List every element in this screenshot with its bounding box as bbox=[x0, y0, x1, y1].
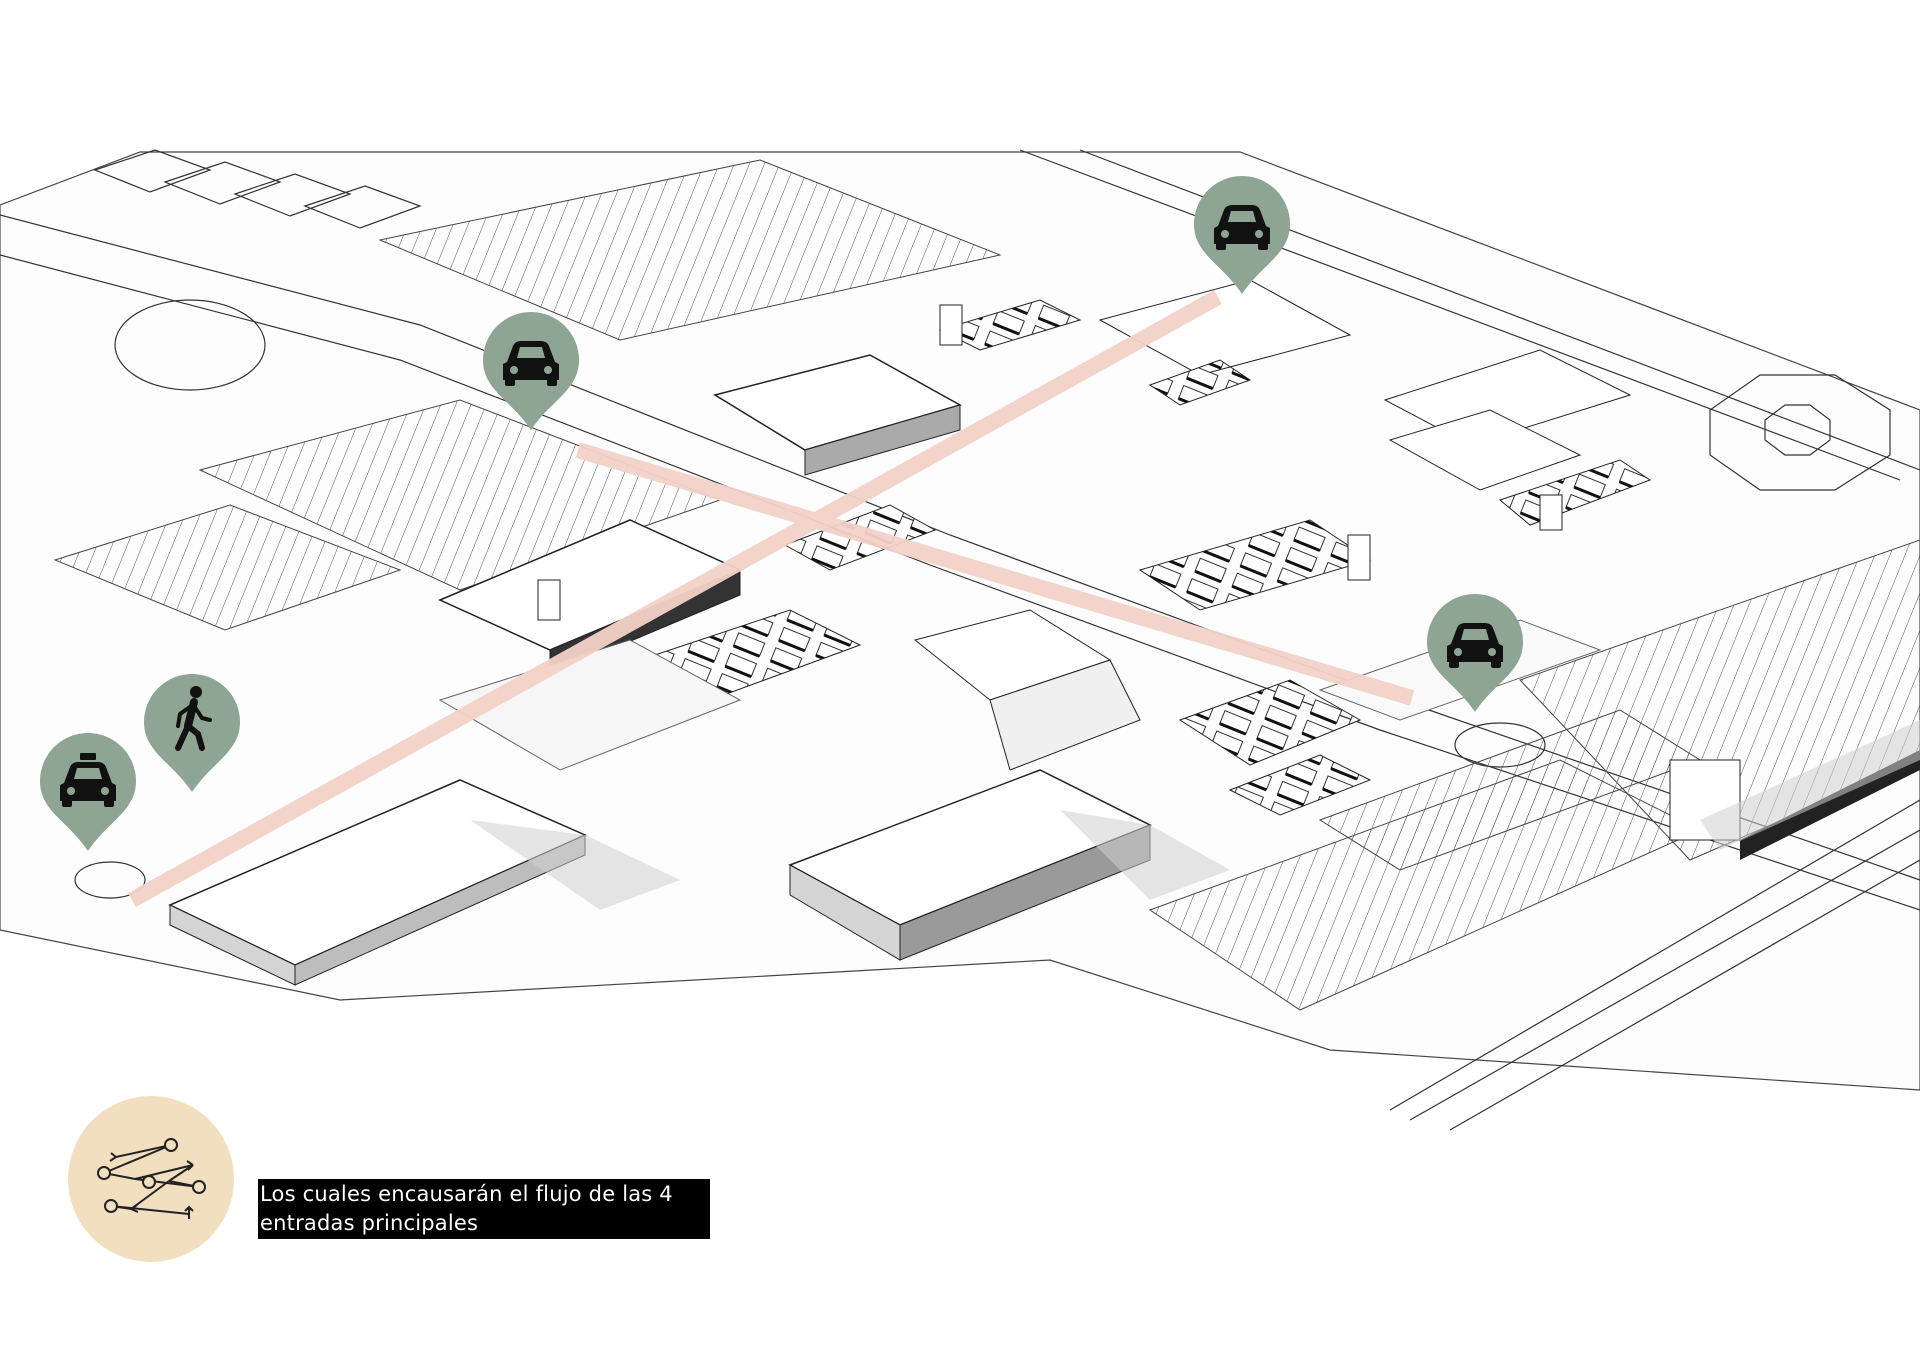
car-icon bbox=[503, 341, 559, 386]
axis-northwest-southeast bbox=[575, 442, 1415, 706]
car-marker-north[interactable] bbox=[483, 312, 579, 430]
pedestrian-marker[interactable] bbox=[144, 674, 240, 792]
legend-badge bbox=[68, 1096, 234, 1262]
shadows bbox=[470, 720, 1920, 910]
car-icon bbox=[1447, 623, 1503, 668]
flow-network-icon bbox=[97, 1138, 206, 1219]
caption-line-2: entradas principales bbox=[260, 1211, 479, 1235]
caption-line-1: Los cuales encausarán el flujo de las 4 bbox=[260, 1182, 673, 1206]
car-marker-east[interactable] bbox=[1427, 594, 1523, 712]
circulation-axes bbox=[128, 290, 1415, 907]
legend-caption: Los cuales encausarán el flujo de las 4 … bbox=[258, 1179, 710, 1239]
tennis-courts bbox=[93, 149, 422, 229]
car-marker-northeast[interactable] bbox=[1194, 176, 1290, 294]
axis-northeast-southwest bbox=[128, 290, 1222, 907]
taxi-marker[interactable] bbox=[40, 733, 136, 851]
car-icon bbox=[1214, 205, 1270, 250]
walking-person-icon bbox=[175, 686, 212, 751]
taxi-icon bbox=[60, 753, 116, 807]
